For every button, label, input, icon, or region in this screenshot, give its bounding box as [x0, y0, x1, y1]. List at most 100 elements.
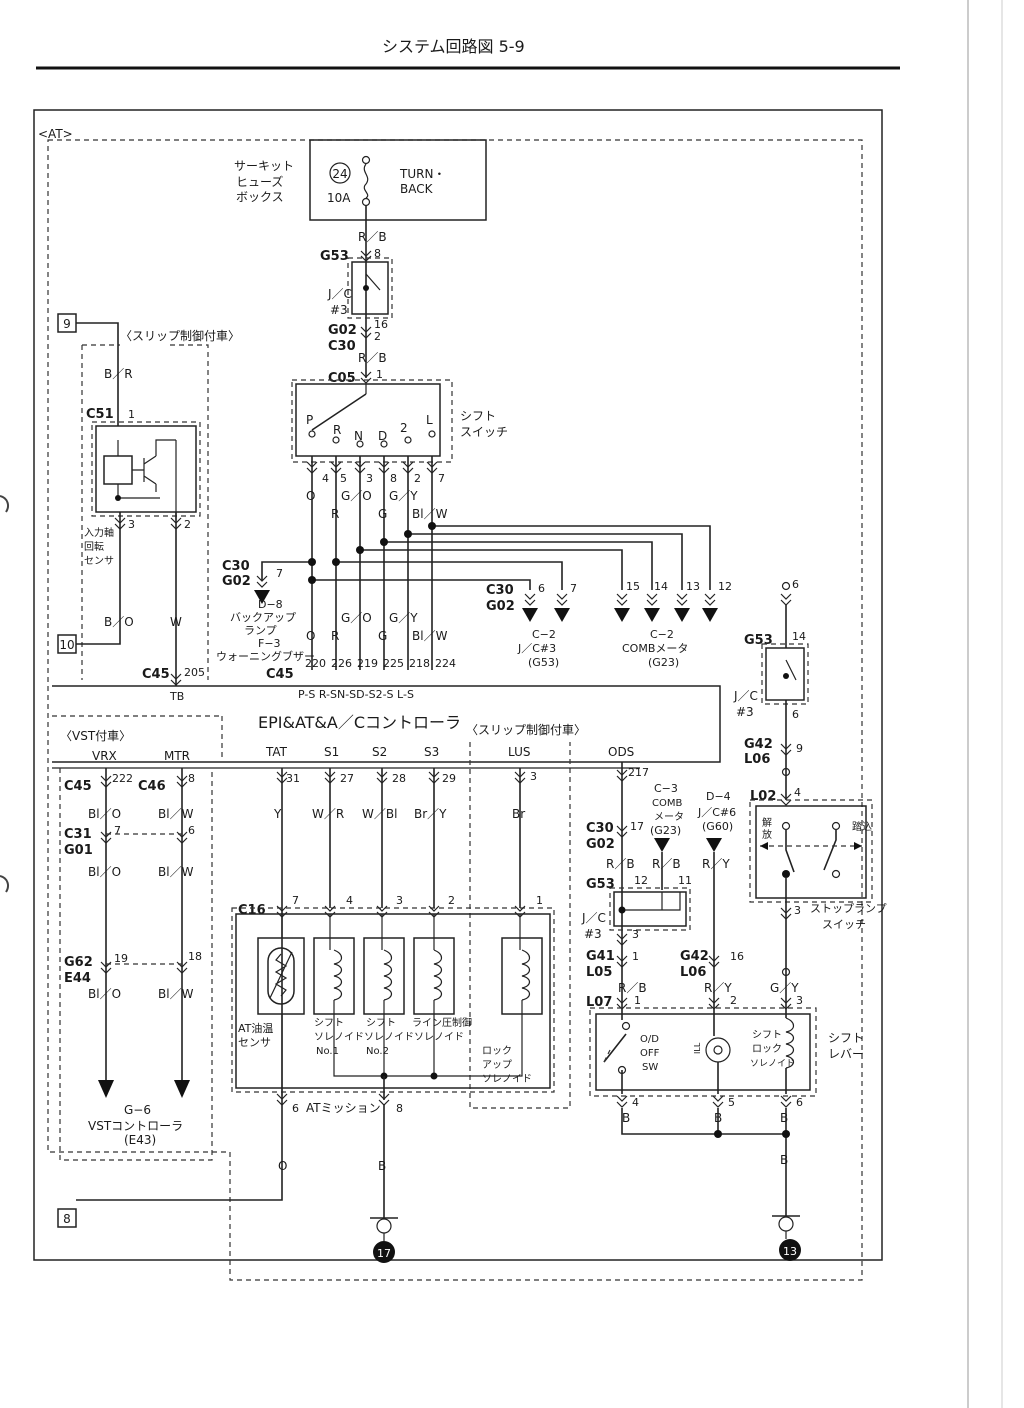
fuse-box-label-3: ボックス [236, 190, 284, 204]
branch-jc7 [336, 561, 563, 590]
oil-sensor-2: センサ [238, 1036, 271, 1049]
conn-l06-o: L06 [680, 965, 706, 980]
comb-pin-15: 15 [626, 580, 640, 593]
jc-o-1: J／C [581, 911, 606, 925]
sw-contact-p [308, 430, 316, 438]
lbl-go-2: G／O [341, 611, 372, 625]
sw-pin-4-r: 4 [794, 786, 801, 799]
branch-15 [432, 525, 711, 590]
jc3-top: G53 8 J／C #3 16 G02 2 C30 R／B [320, 247, 393, 365]
ground-icon-13 [778, 1216, 794, 1232]
lbl-blw-2: Bl／W [412, 629, 448, 643]
terminal-8: 8 [63, 1212, 71, 1226]
fuse-terminal-bottom [361, 197, 371, 207]
ctl-pin-226: 226 [331, 657, 352, 670]
vst-wiring: C45 222 C46 8 Bl／O Bl／W C31 G01 7 6 Bl／O… [59, 768, 213, 1161]
conn-c45-v: C45 [64, 779, 92, 794]
sh1-b: ソレノイド [314, 1032, 364, 1043]
pin-6-r2: 6 [792, 708, 799, 721]
jc-r-label-2: #3 [736, 705, 754, 719]
sig-s3: S3 [424, 745, 439, 759]
press-label: 踏込 [852, 820, 872, 833]
ctl-signals: P-S R-SN-SD-S2-S L-S [298, 688, 414, 701]
shift-lever: R／B R／Y L07 1 2 3 O/D OFF SW ILL シフト ロック… [586, 981, 864, 1261]
fuse-terminal-top [361, 155, 371, 165]
ods-wiring: 217 C−3 COMB メータ (G23) D−4 J／C#6 (G60) C… [581, 762, 744, 994]
release-1: 解 [762, 816, 772, 829]
lbl-w: W [170, 615, 182, 629]
sig-s2: S2 [372, 745, 387, 759]
conn-g62: G62 [64, 955, 93, 970]
ill-lamp-icon [705, 1037, 731, 1063]
page-header: システム回路図 5-9 [382, 37, 525, 56]
lbl-r-2: R [331, 629, 339, 643]
ods-d4-b: J／C#6 [697, 806, 736, 819]
backup-dest-1: D−8 [258, 598, 283, 611]
thermistor-icon [269, 951, 293, 999]
jc-dashed [347, 257, 393, 319]
pos-2: 2 [400, 421, 408, 435]
conn-c16: C16 [238, 903, 266, 918]
sw-lever [311, 393, 367, 431]
jc-junction [363, 285, 369, 291]
pin-11-o: 11 [678, 874, 692, 887]
backup-dest-4: F−3 [258, 637, 281, 650]
comb-pin-12: 12 [718, 580, 732, 593]
arrow-down-icon [254, 590, 270, 604]
arrow-down-icon-mtr [174, 1080, 190, 1098]
at-label: <AT> [38, 127, 73, 141]
lev-pin-5: 5 [728, 1096, 735, 1109]
controller-box [52, 685, 721, 763]
lbl-o-2: O [306, 629, 315, 643]
connector-mark-b [256, 575, 268, 588]
ods-c3-c: メータ [654, 811, 684, 823]
conn-g02-b: G02 [222, 574, 251, 589]
ctl-pin-224: 224 [435, 657, 456, 670]
lbl-blo-3: Bl／O [88, 987, 121, 1001]
conn-c45-b: C45 [266, 667, 294, 682]
branch-jc6 [312, 579, 531, 590]
fuse-rating: 10A [327, 191, 351, 205]
backup-dest-3: ランプ [244, 624, 277, 637]
lbl-br: B／R [104, 367, 133, 381]
oil-sensor-1: AT油温 [238, 1021, 273, 1035]
sig-lus: LUS [508, 745, 531, 759]
pos-p: P [306, 413, 313, 427]
lbl-blw-v2: Bl／W [158, 865, 194, 879]
sw-contact-r [332, 436, 340, 444]
sw-pin-2: 2 [414, 472, 421, 485]
comb-dest-3: (G23) [648, 656, 679, 669]
pos-l: L [426, 413, 433, 427]
sw-pin-7: 7 [438, 472, 445, 485]
conn-c30-o: C30 [586, 821, 614, 836]
ods-c3-b: COMB [652, 798, 682, 809]
lbl-rb-o2: R／B [652, 857, 681, 871]
lev-pin-4: 4 [632, 1096, 639, 1109]
sl-3: ソレノイド [750, 1059, 795, 1069]
pin-29: 29 [442, 772, 456, 785]
pin-3-lus: 3 [530, 770, 537, 783]
sw-connector-marks [306, 461, 438, 474]
sig-s1: S1 [324, 745, 339, 759]
conn-l07: L07 [586, 995, 612, 1010]
junction-dots [308, 522, 436, 584]
pin-6-r: 6 [792, 578, 799, 591]
pin-12-o: 12 [634, 874, 648, 887]
g53-right: 6 G53 14 J／C #3 6 G42 L06 9 [733, 578, 809, 800]
coil-icon-lus [521, 949, 531, 1001]
stop-pin-3: 3 [794, 904, 801, 917]
coil-icon-s2 [383, 949, 393, 1001]
sw-pin-5: 5 [340, 472, 347, 485]
sh1-c: No.1 [316, 1046, 339, 1057]
c16-pin-7: 7 [292, 894, 299, 907]
sig-vrx: VRX [92, 749, 117, 763]
ctl-pin-225: 225 [383, 657, 404, 670]
conn-c30-c: C30 [486, 583, 514, 598]
arrow-down-icon-15 [614, 608, 630, 622]
conn-g42-r: G42 [744, 737, 773, 752]
ods-c3-a: C−3 [654, 782, 678, 795]
lever-label-2: レバー [828, 1047, 864, 1061]
sw-pin-8: 8 [390, 472, 397, 485]
lbl-blw-v3: Bl／W [158, 987, 194, 1001]
conn-g53-o: G53 [586, 877, 615, 892]
